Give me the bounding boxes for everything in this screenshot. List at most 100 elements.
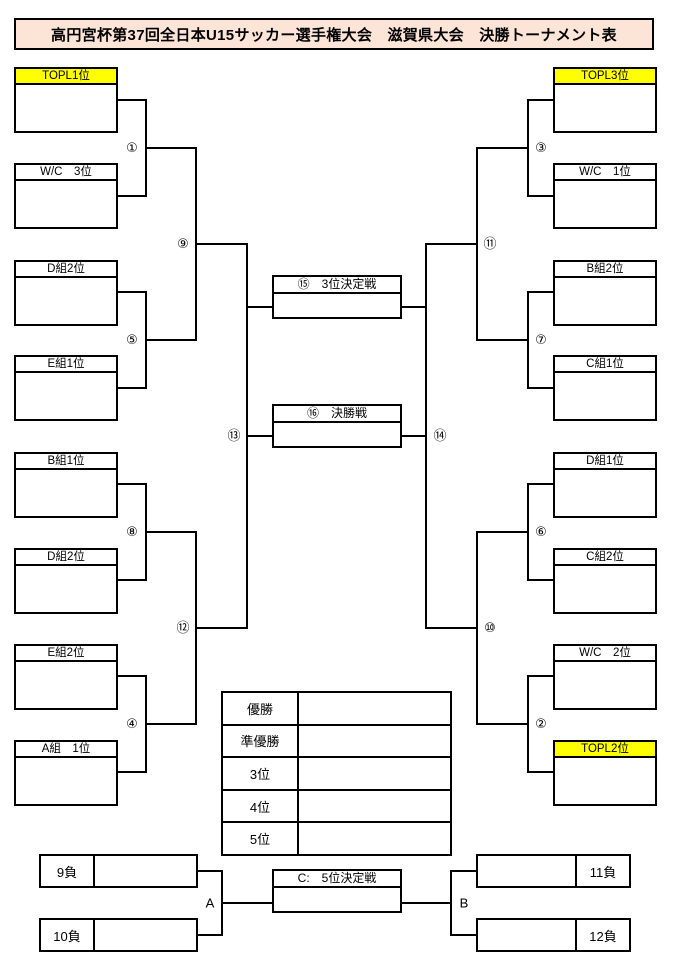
- team-slot-label: A組 1位: [16, 742, 116, 758]
- team-slot-left-1: TOPL1位: [14, 67, 118, 133]
- team-slot-left-6: D組2位: [14, 548, 118, 614]
- team-slot-label: W/C 3位: [16, 165, 116, 181]
- bracket-line: [477, 147, 528, 149]
- loser-slot-label: 9負: [41, 856, 95, 886]
- bracket-line: [118, 675, 146, 677]
- results-label-fourth: 4位: [221, 788, 299, 824]
- team-slot-label: TOPL3位: [555, 69, 655, 85]
- match-number-13: ⑬: [226, 428, 242, 443]
- bracket-line: [118, 99, 146, 101]
- bracket-line: [527, 675, 555, 677]
- results-value: [297, 691, 452, 726]
- team-slot-left-3: D組2位: [14, 260, 118, 326]
- results-label-fifth: 5位: [221, 821, 299, 856]
- team-slot-right-5: D組1位: [553, 452, 657, 518]
- bracket-line: [477, 339, 528, 341]
- bracket-line: [118, 291, 146, 293]
- results-value: [297, 821, 452, 856]
- bracket-line: [197, 934, 222, 936]
- team-slot-label: TOPL1位: [16, 69, 116, 85]
- team-slot-left-4: E組1位: [14, 355, 118, 421]
- match-number-11: ⑪: [482, 236, 498, 251]
- loser-slot-value: [95, 856, 196, 886]
- third-place-match-label: ⑮ 3位決定戦: [274, 277, 400, 294]
- team-slot-label: W/C 2位: [555, 646, 655, 662]
- results-value: [297, 756, 452, 791]
- fifth-place-match-label: C: 5位決定戦: [274, 871, 400, 888]
- bracket-line: [146, 339, 196, 341]
- bracket-line: [527, 771, 555, 773]
- match-number-1: ①: [125, 140, 139, 155]
- bracket-line: [118, 579, 146, 581]
- bracket-line: [527, 99, 529, 197]
- bracket-line: [118, 483, 146, 485]
- match-number-14: ⑭: [432, 428, 448, 443]
- bracket-line: [527, 291, 529, 389]
- loser-slot-label: 11負: [575, 856, 629, 886]
- match-number-12: ⑫: [175, 620, 191, 635]
- results-label-winner: 優勝: [221, 691, 299, 726]
- team-slot-label: C組2位: [555, 550, 655, 566]
- team-slot-left-7: E組2位: [14, 644, 118, 710]
- match-number-8: ⑧: [125, 524, 139, 539]
- results-row: 準優勝: [221, 723, 452, 759]
- bracket-line: [527, 195, 555, 197]
- bracket-line: [401, 306, 426, 308]
- bracket-line: [476, 147, 478, 341]
- team-slot-right-8: TOPL2位: [553, 740, 657, 806]
- team-slot-label: D組1位: [555, 454, 655, 470]
- bracket-line: [146, 531, 196, 533]
- bracket-tag-b: B: [457, 895, 471, 911]
- bracket-line: [247, 306, 273, 308]
- bracket-tag-a: A: [203, 895, 217, 911]
- loser-slot-value: [478, 856, 575, 886]
- bracket-line: [196, 627, 247, 629]
- bracket-line: [527, 579, 555, 581]
- team-slot-right-4: C組1位: [553, 355, 657, 421]
- team-slot-label: D組2位: [16, 550, 116, 566]
- bracket-line: [222, 902, 272, 904]
- results-row: 3位: [221, 756, 452, 791]
- bracket-line: [476, 531, 478, 725]
- match-number-6: ⑥: [534, 524, 548, 539]
- third-place-match-box: ⑮ 3位決定戦: [272, 275, 402, 319]
- team-slot-right-1: TOPL3位: [553, 67, 657, 133]
- bracket-line: [527, 483, 555, 485]
- loser-slot-label: 12負: [575, 920, 629, 950]
- bracket-line: [401, 902, 451, 904]
- bracket-line: [477, 531, 528, 533]
- team-slot-label: TOPL2位: [555, 742, 655, 758]
- bracket-line: [196, 243, 247, 245]
- match-number-2: ②: [534, 716, 548, 731]
- bracket-line: [146, 723, 196, 725]
- bracket-line: [118, 771, 146, 773]
- results-label-runner-up: 準優勝: [221, 723, 299, 759]
- loser-slot-label: 10負: [41, 920, 95, 950]
- bracket-line: [401, 435, 426, 437]
- page-title: 高円宮杯第37回全日本U15サッカー選手権大会 滋賀県大会 決勝トーナメント表: [14, 18, 654, 50]
- final-match-box: ⑯ 決勝戦: [272, 404, 402, 448]
- loser-slot-value: [478, 920, 575, 950]
- match-number-3: ③: [534, 140, 548, 155]
- team-slot-label: B組1位: [16, 454, 116, 470]
- bracket-line: [118, 195, 146, 197]
- results-row: 5位: [221, 821, 452, 856]
- bracket-line: [451, 934, 477, 936]
- bracket-line: [146, 147, 196, 149]
- bracket-line: [527, 291, 555, 293]
- results-row: 優勝: [221, 691, 452, 726]
- match-number-4: ④: [125, 716, 139, 731]
- team-slot-right-7: W/C 2位: [553, 644, 657, 710]
- loser-slot-10: 10負: [39, 918, 198, 952]
- bracket-line: [197, 870, 222, 872]
- results-table: 優勝 準優勝 3位 4位 5位: [221, 691, 452, 856]
- team-slot-left-5: B組1位: [14, 452, 118, 518]
- bracket-line: [426, 627, 477, 629]
- team-slot-left-8: A組 1位: [14, 740, 118, 806]
- match-number-5: ⑤: [125, 332, 139, 347]
- team-slot-label: E組2位: [16, 646, 116, 662]
- team-slot-left-2: W/C 3位: [14, 163, 118, 229]
- loser-slot-11: 11負: [476, 854, 631, 888]
- bracket-line: [477, 723, 528, 725]
- team-slot-right-2: W/C 1位: [553, 163, 657, 229]
